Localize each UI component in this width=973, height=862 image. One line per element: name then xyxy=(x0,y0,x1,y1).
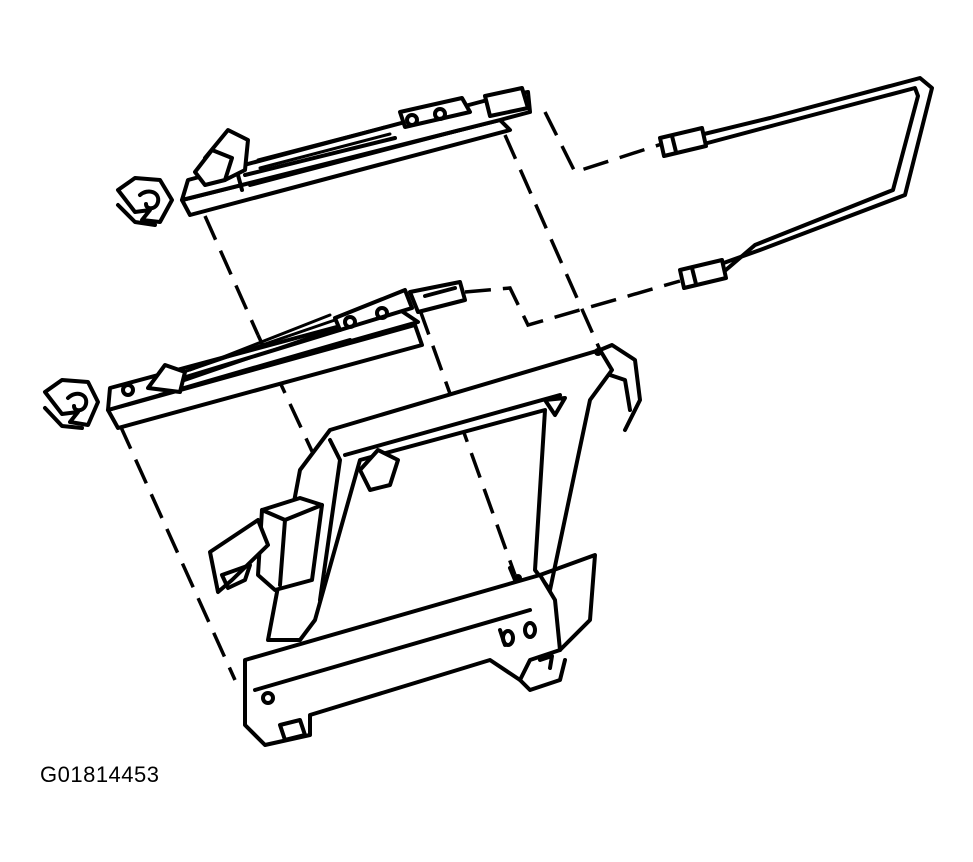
upper-retaining-clip xyxy=(116,176,174,227)
alignment-line-lower-right xyxy=(464,279,681,328)
figure-id: G01814453 xyxy=(40,762,160,787)
adjuster-latch-cable xyxy=(658,76,934,290)
alignment-line-upper-right xyxy=(543,111,666,175)
alignment-line-lower-left xyxy=(118,424,237,681)
lower-retaining-clip xyxy=(43,378,100,430)
alignment-lines xyxy=(118,111,681,681)
alignment-line-center xyxy=(256,334,332,491)
alignment-line-lower-mid xyxy=(418,309,517,576)
alignment-line-upper-mid xyxy=(503,134,602,351)
seat-adjuster-frame xyxy=(208,343,642,747)
alignment-line-upper-left xyxy=(203,215,260,336)
upper-seat-track xyxy=(180,86,532,217)
lower-seat-track xyxy=(106,280,467,430)
